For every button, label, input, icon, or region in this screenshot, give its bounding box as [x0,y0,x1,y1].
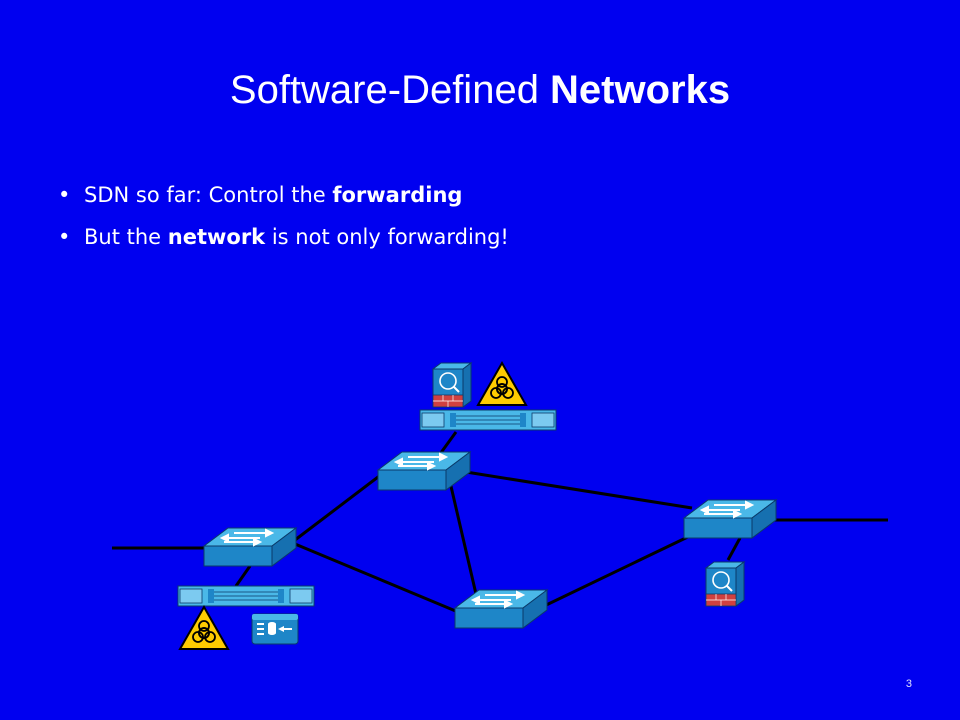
switch-top[interactable] [377,451,471,491]
switch-icon [454,589,548,629]
link-top-bottom [448,481,478,595]
bullet-2-bold: network [167,225,266,249]
link-bottom-right [539,532,695,610]
appliance-left[interactable] [177,585,315,607]
rack-appliance-icon [177,585,315,607]
title-prefix: Software-Defined [229,68,551,112]
biohazard-warning-icon [179,606,229,650]
firewall-icon [432,362,472,408]
firewall-right[interactable] [705,561,745,607]
bullet-item-1: SDN so far: Control the forwarding [58,174,509,216]
switch-left[interactable] [203,527,297,567]
link-top-appliance [438,431,458,455]
link-right-firewall [726,537,742,561]
network-links [112,431,888,614]
server-left[interactable] [251,613,299,645]
bullet-2-post: is not only forwarding! [265,225,509,249]
biohazard-left [179,606,229,650]
bullet-1-text: SDN so far: Control the [84,183,333,207]
bullet-1-bold: forwarding [332,183,463,207]
link-left-bottom [294,542,459,614]
biohazard-top [477,362,527,406]
bullet-item-2: But the network is not only forwarding! [58,216,509,258]
firewall-top[interactable] [432,362,472,408]
bullet-list: SDN so far: Control the forwarding But t… [58,174,509,258]
switch-bottom[interactable] [454,589,548,629]
page-number: 3 [905,678,912,690]
switch-icon [683,499,777,539]
link-left-appliance [234,565,252,587]
slide-title: Software-Defined Networks [0,68,960,113]
server-icon [251,613,299,645]
biohazard-warning-icon [477,362,527,406]
rack-appliance-icon [419,409,557,431]
switch-icon [377,451,471,491]
link-left-top [294,472,383,542]
title-bold: Networks [550,68,731,112]
firewall-icon [705,561,745,607]
bullet-2-text: But the [84,225,168,249]
appliance-top[interactable] [419,409,557,431]
link-top-right [465,470,693,510]
switch-icon [203,527,297,567]
switch-right[interactable] [683,499,777,539]
